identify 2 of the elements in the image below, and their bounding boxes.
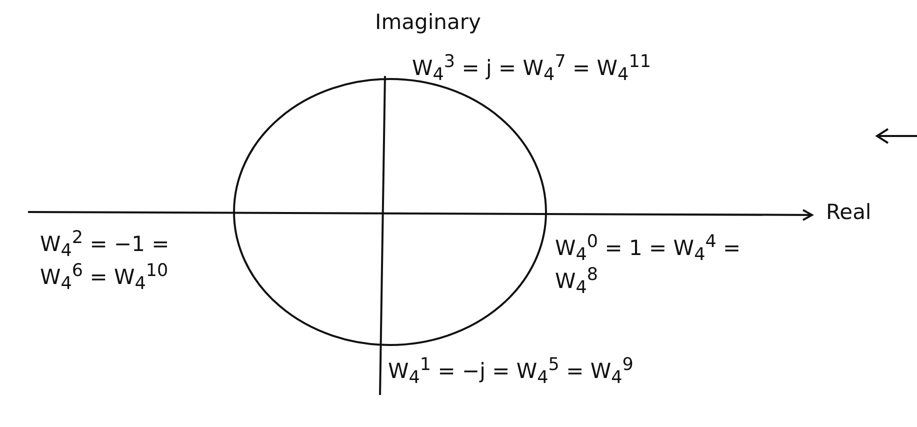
axis-label: Imaginary — [375, 10, 481, 34]
axis-label: Real — [826, 200, 872, 224]
